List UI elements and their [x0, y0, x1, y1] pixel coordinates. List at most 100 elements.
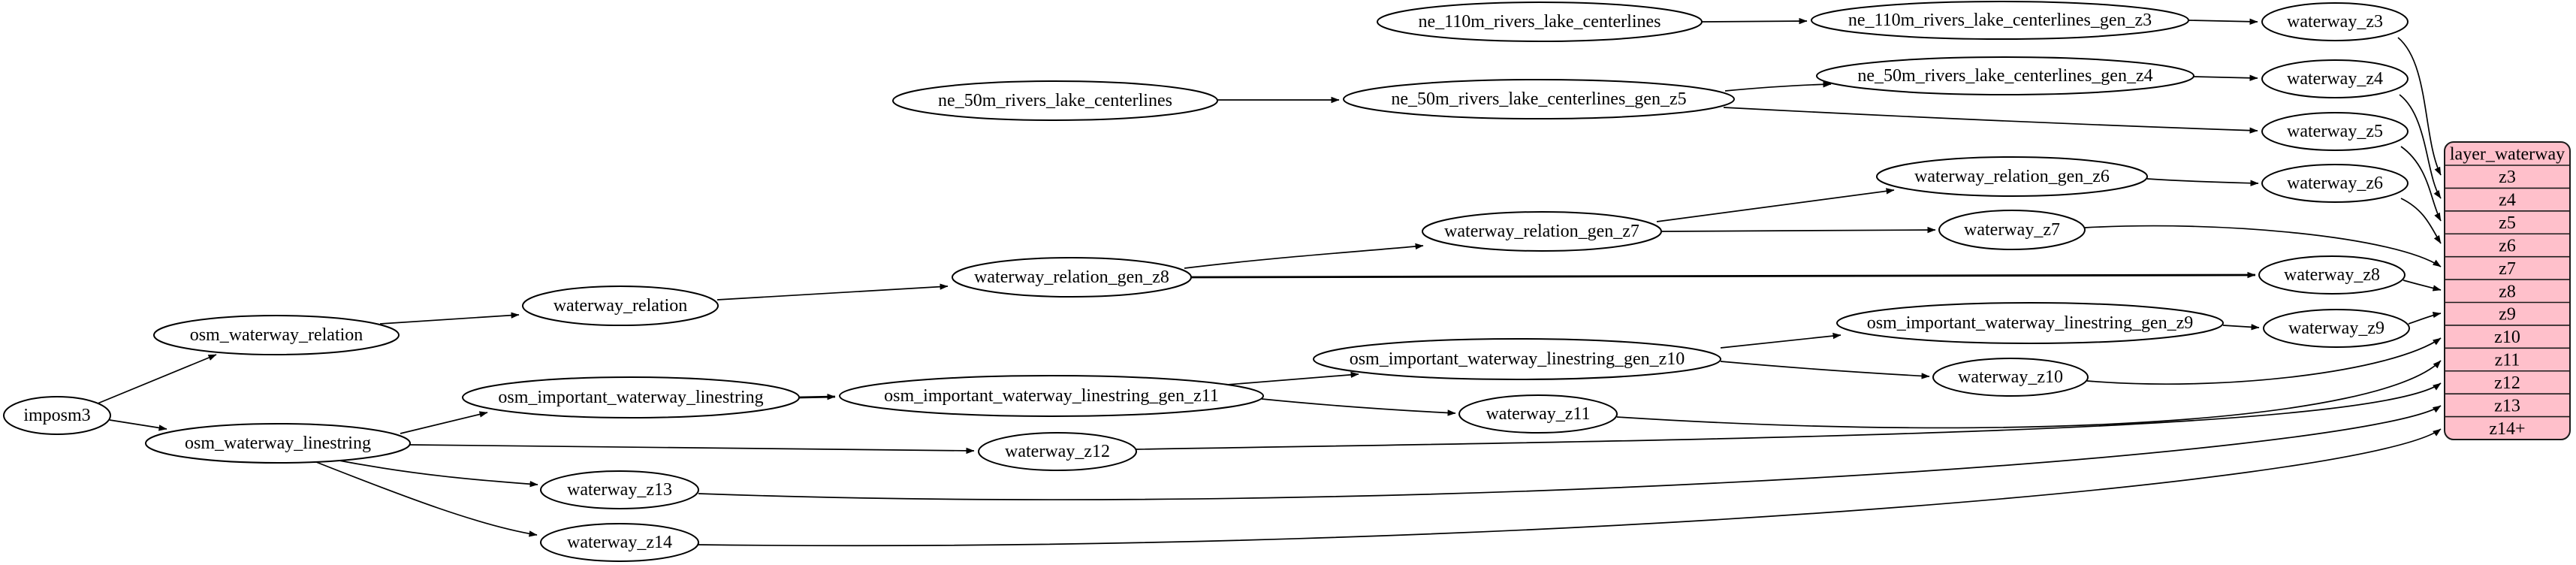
edge-osm_waterway_linestring-to-waterway_z14: [312, 460, 538, 537]
node-shape-osm_waterway_linestring: [145, 423, 411, 464]
node-label-waterway_z8: waterway_z8: [2284, 265, 2380, 285]
node-shape-waterway_z4: [2261, 59, 2409, 98]
table-body: [2444, 141, 2571, 440]
edge-osm_waterway_relation-to-waterway_relation: [379, 312, 520, 325]
edge-waterway_relation_gen_z8-to-waterway_relation_gen_z7: [1184, 243, 1424, 269]
edge-ne_110m_rivers_lake_centerlines-to-ne_110m_rivers_lake_centerlines_gen_z3: [1701, 17, 1808, 25]
edge-waterway_z9-to-row_z9: [2408, 311, 2442, 325]
node-ne_50m_rivers_lake_centerlines_gen_z4: ne_50m_rivers_lake_centerlines_gen_z4: [1816, 56, 2194, 95]
node-shape-osm_waterway_relation: [153, 315, 400, 355]
node-label-ne_110m_rivers_lake_centerlines: ne_110m_rivers_lake_centerlines: [1419, 12, 1661, 32]
table-layer_waterway: layer_waterwayz3z4z5z6z7z8z9z10z11z12z13…: [2444, 141, 2571, 440]
node-waterway_z5: waterway_z5: [2261, 112, 2409, 151]
table-row-z12: z12: [2494, 373, 2520, 393]
node-waterway_z14: waterway_z14: [540, 523, 699, 562]
node-shape-waterway_relation: [522, 286, 719, 326]
edge-osm_important_waterway_linestring_gen_z9-to-waterway_z9: [2222, 324, 2260, 331]
node-shape-osm_important_waterway_linestring_gen_z9: [1836, 302, 2224, 344]
node-shape-waterway_z5: [2261, 112, 2409, 151]
node-shape-waterway_z14: [540, 523, 699, 562]
node-imposm3: imposm3: [3, 396, 111, 435]
node-shape-waterway_z6: [2261, 164, 2409, 203]
node-shape-osm_important_waterway_linestring: [462, 376, 800, 418]
edge-waterway_z11-to-row_z11: [1616, 360, 2442, 429]
table-row-z6: z6: [2499, 236, 2516, 255]
node-label-osm_important_waterway_linestring_gen_z9: osm_important_waterway_linestring_gen_z9: [1867, 313, 2194, 333]
node-osm_important_waterway_linestring: osm_important_waterway_linestring: [462, 376, 800, 418]
node-waterway_relation_gen_z6: waterway_relation_gen_z6: [1876, 156, 2148, 197]
edge-waterway_relation_gen_z6-to-waterway_z6: [2146, 178, 2259, 186]
table-row-z5: z5: [2499, 213, 2516, 233]
node-label-imposm3: imposm3: [23, 406, 90, 425]
node-waterway_z10: waterway_z10: [1932, 358, 2089, 397]
edge-waterway_z8-to-row_z8: [2403, 279, 2442, 292]
edge-ne_50m_rivers_lake_centerlines_gen_z5-to-ne_50m_rivers_lake_centerlines_gen_z4: [1724, 81, 1832, 92]
node-osm_important_waterway_linestring_gen_z10: osm_important_waterway_linestring_gen_z1…: [1313, 338, 1721, 380]
node-ne_110m_rivers_lake_centerlines: ne_110m_rivers_lake_centerlines: [1377, 2, 1703, 42]
node-shape-imposm3: [3, 396, 111, 435]
node-label-waterway_z4: waterway_z4: [2287, 69, 2383, 89]
edge-imposm3-to-osm_waterway_linestring: [109, 419, 167, 431]
node-shape-osm_important_waterway_linestring_gen_z10: [1313, 338, 1721, 380]
table-row-z3: z3: [2499, 168, 2516, 187]
edge-osm_waterway_linestring-to-waterway_z13: [330, 458, 538, 488]
node-label-waterway_z14: waterway_z14: [567, 533, 672, 552]
edge-osm_important_waterway_linestring_gen_z10-to-waterway_z10: [1720, 361, 1930, 379]
node-osm_important_waterway_linestring_gen_z11: osm_important_waterway_linestring_gen_z1…: [839, 375, 1264, 417]
node-shape-osm_important_waterway_linestring_gen_z11: [839, 375, 1264, 417]
table-row-z7: z7: [2499, 259, 2516, 279]
node-shape-ne_110m_rivers_lake_centerlines: [1377, 2, 1703, 42]
edge-waterway_z7-to-row_z7: [2084, 225, 2442, 267]
table-row-z11: z11: [2495, 351, 2520, 370]
edge-waterway_relation-to-waterway_relation_gen_z8: [716, 283, 949, 301]
edge-waterway_z4-to-row_z4: [2399, 94, 2442, 199]
node-shape-ne_110m_rivers_lake_centerlines_gen_z3: [1811, 1, 2189, 40]
edge-waterway_z10-to-row_z10: [2086, 337, 2442, 385]
node-shape-waterway_z9: [2263, 309, 2410, 348]
node-label-waterway_z5: waterway_z5: [2287, 122, 2383, 141]
node-osm_waterway_linestring: osm_waterway_linestring: [145, 423, 411, 464]
node-label-waterway_z9: waterway_z9: [2288, 319, 2384, 338]
edge-waterway_z13-to-row_z13: [698, 405, 2442, 500]
node-label-waterway_relation_gen_z6: waterway_relation_gen_z6: [1914, 167, 2110, 186]
edge-osm_important_waterway_linestring_gen_z11-to-osm_important_waterway_linestring_gen_z10: [1226, 371, 1359, 385]
node-waterway_z9: waterway_z9: [2263, 309, 2410, 348]
edge-imposm3-to-osm_waterway_relation: [97, 354, 217, 404]
edge-osm_important_waterway_linestring_gen_z10-to-osm_important_waterway_linestring_gen_z9: [1720, 332, 1842, 349]
node-label-waterway_z13: waterway_z13: [567, 480, 672, 500]
node-ne_50m_rivers_lake_centerlines_gen_z5: ne_50m_rivers_lake_centerlines_gen_z5: [1343, 79, 1735, 119]
node-shape-waterway_relation_gen_z7: [1422, 211, 1662, 252]
node-shape-waterway_z12: [978, 432, 1137, 471]
node-shape-waterway_relation_gen_z8: [952, 257, 1192, 298]
nodes-layer: imposm3 osm_waterway_relation osm_waterway…: [3, 1, 2410, 562]
node-label-waterway_z3: waterway_z3: [2287, 12, 2383, 32]
edge-waterway_z12-to-row_z12: [1136, 382, 2442, 450]
node-ne_50m_rivers_lake_centerlines: ne_50m_rivers_lake_centerlines: [892, 80, 1218, 121]
node-label-osm_waterway_relation: osm_waterway_relation: [190, 325, 363, 345]
edge-ne_50m_rivers_lake_centerlines_gen_z4-to-waterway_z4: [2193, 74, 2258, 81]
node-label-ne_50m_rivers_lake_centerlines_gen_z4: ne_50m_rivers_lake_centerlines_gen_z4: [1857, 66, 2152, 86]
node-label-ne_50m_rivers_lake_centerlines: ne_50m_rivers_lake_centerlines: [938, 91, 1172, 110]
edge-waterway_relation_gen_z8-to-waterway_z8: [1190, 271, 2256, 279]
node-waterway_z4: waterway_z4: [2261, 59, 2409, 98]
node-shape-ne_50m_rivers_lake_centerlines: [892, 80, 1218, 121]
table-title: layer_waterway: [2450, 145, 2565, 165]
table-row-z8: z8: [2499, 282, 2516, 301]
edge-waterway_z3-to-row_z3: [2397, 37, 2442, 176]
edge-waterway_z14-to-row_z14: [698, 428, 2442, 547]
edge-osm_important_waterway_linestring_gen_z11-to-waterway_z11: [1261, 398, 1456, 416]
node-shape-waterway_z8: [2258, 255, 2406, 295]
edge-waterway_z5-to-row_z5: [2400, 146, 2442, 222]
table-row-z9: z9: [2499, 305, 2516, 325]
node-label-waterway_relation_gen_z8: waterway_relation_gen_z8: [974, 267, 1169, 287]
edge-ne_110m_rivers_lake_centerlines_gen_z3-to-waterway_z3: [2188, 18, 2258, 25]
table-row-z4: z4: [2499, 191, 2516, 210]
node-waterway_z13: waterway_z13: [540, 470, 699, 509]
edge-ne_50m_rivers_lake_centerlines_gen_z5-to-waterway_z5: [1723, 107, 2258, 134]
node-label-ne_110m_rivers_lake_centerlines_gen_z3: ne_110m_rivers_lake_centerlines_gen_z3: [1848, 11, 2152, 30]
node-waterway_z7: waterway_z7: [1938, 210, 2086, 250]
node-label-waterway_relation: waterway_relation: [554, 296, 688, 316]
edge-waterway_z6-to-row_z6: [2400, 198, 2442, 244]
